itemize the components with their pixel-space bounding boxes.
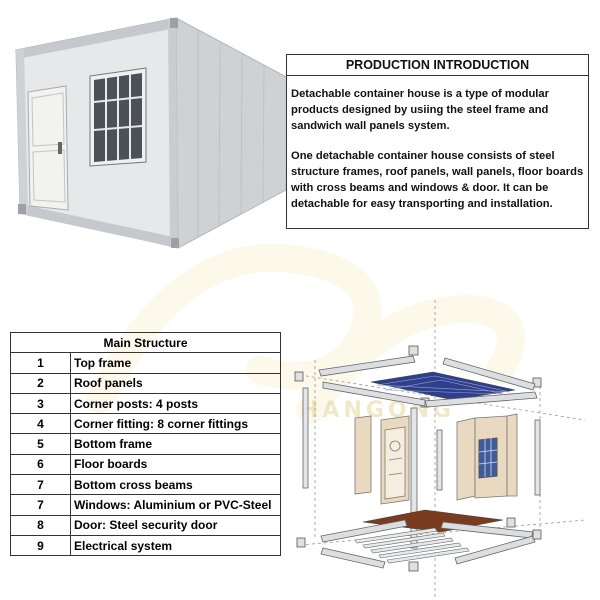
row-item: Bottom cross beams — [70, 474, 281, 496]
row-number: 3 — [10, 392, 71, 415]
row-item: Floor boards — [70, 453, 281, 476]
table-header: Main Structure — [10, 331, 281, 354]
bottom-frame — [320, 519, 536, 569]
row-number: 2 — [10, 372, 71, 394]
door-panel — [384, 426, 406, 500]
row-number: 8 — [10, 514, 71, 536]
exploded-structure-diagram — [294, 300, 586, 600]
row-item: Corner posts: 4 posts — [70, 392, 281, 415]
bottom-cross-beams — [354, 527, 470, 564]
row-item: Door: Steel security door — [70, 514, 281, 536]
row-number: 6 — [10, 453, 71, 476]
row-number: 9 — [10, 534, 71, 557]
row-item: Top frame — [70, 352, 281, 374]
table-header-row: Main Structure — [10, 331, 281, 354]
container-house-photo — [14, 17, 288, 249]
row-number: 5 — [10, 433, 71, 455]
production-introduction-box: PRODUCTION INTRODUCTION Detachable conta… — [286, 54, 589, 229]
intro-paragraph-1: Detachable container house is a type of … — [291, 88, 549, 132]
row-item: Windows: Aluminium or PVC-Steel — [70, 494, 281, 516]
row-number: 7 — [10, 474, 71, 496]
row-item: Electrical system — [70, 534, 281, 557]
row-item: Bottom frame — [70, 433, 281, 455]
row-number: 7 — [10, 494, 71, 516]
intro-title: PRODUCTION INTRODUCTION — [287, 55, 588, 76]
top-frame — [318, 355, 536, 407]
window-panel — [478, 437, 498, 479]
corner-posts — [302, 387, 541, 549]
bottom-corner-fittings — [296, 517, 542, 572]
roof-panels — [370, 371, 516, 401]
row-number: 4 — [10, 413, 71, 435]
intro-paragraph-2: One detachable container house consists … — [291, 150, 584, 210]
row-item: Roof panels — [70, 372, 281, 394]
row-item: Corner fitting: 8 corner fittings — [70, 413, 281, 435]
row-number: 1 — [10, 352, 71, 374]
